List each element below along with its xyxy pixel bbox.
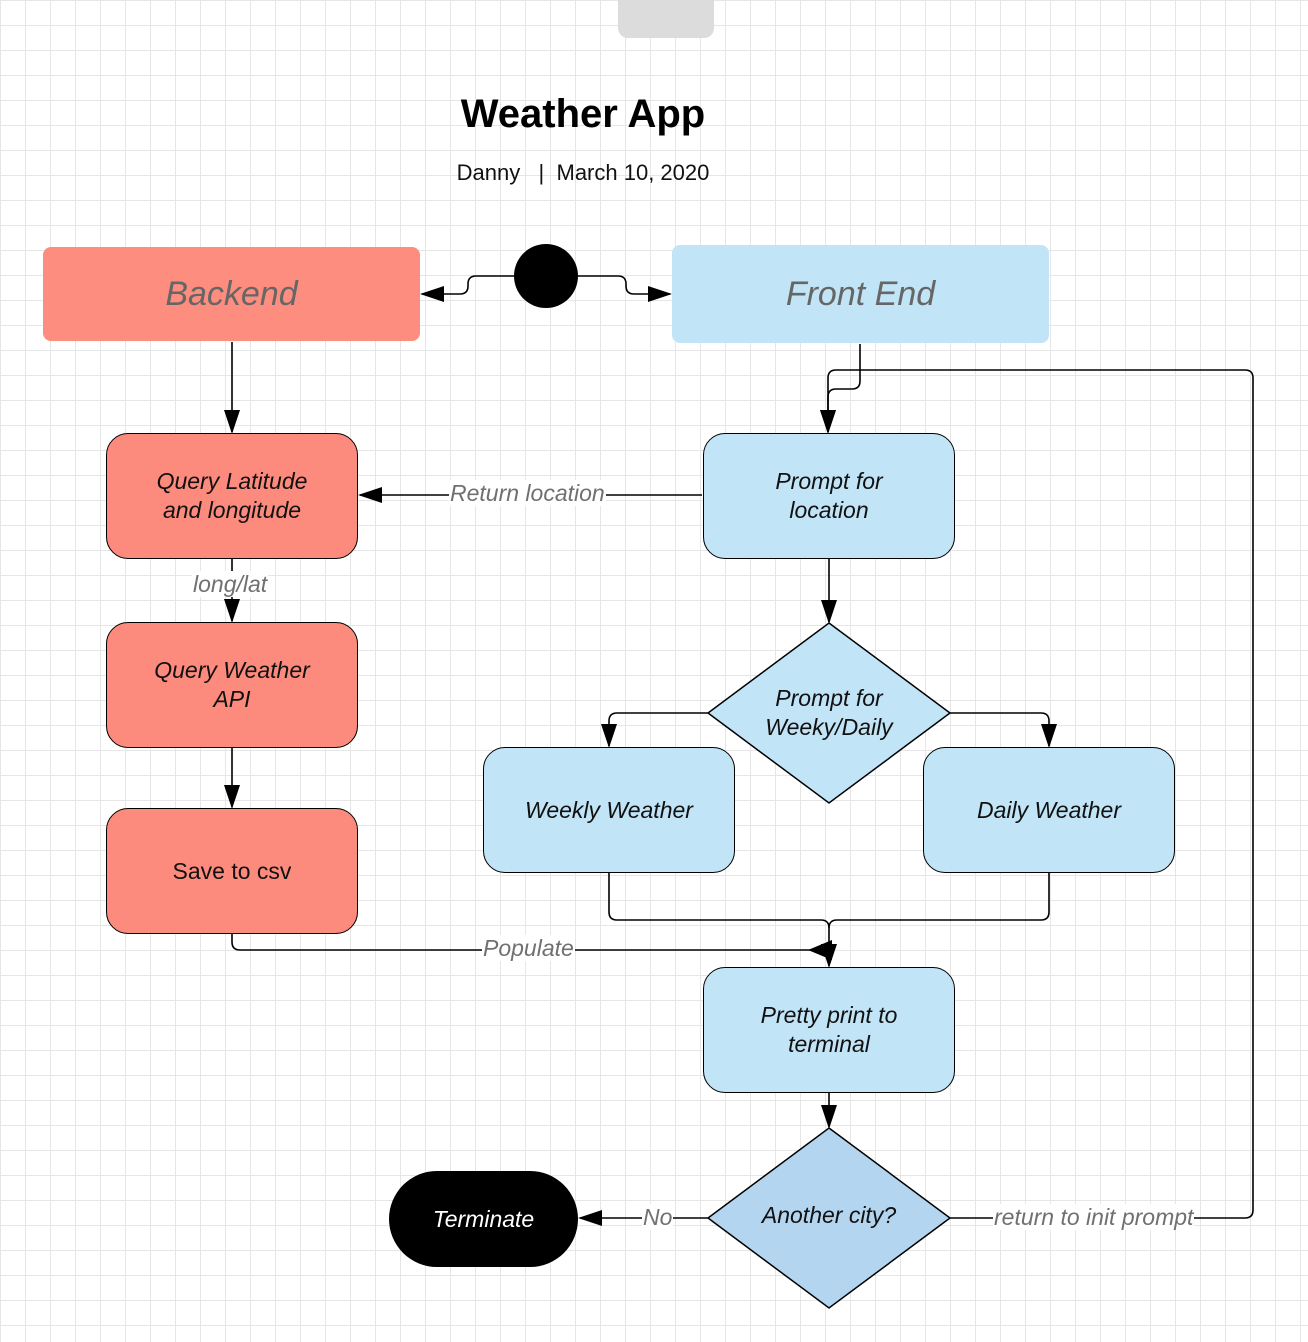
lane-backend[interactable]: Backend: [43, 247, 420, 341]
node-daily-weather[interactable]: Daily Weather: [923, 747, 1175, 873]
lane-frontend[interactable]: Front End: [672, 245, 1049, 343]
node-prompt-location[interactable]: Prompt for location: [703, 433, 955, 559]
edge-daily-to-print: [828, 873, 1050, 929]
start-node[interactable]: [514, 244, 578, 308]
edge-frontend-to-prompt-location: [820, 344, 861, 434]
node-save-csv[interactable]: Save to csv: [106, 808, 358, 934]
edge-decision-to-weekly: [601, 712, 708, 748]
edge-start-to-backend: [420, 275, 514, 302]
canvas-tab-handle[interactable]: [618, 0, 714, 38]
edge-decision-to-daily: [950, 712, 1057, 748]
edge-label-long-lat: long/lat: [192, 571, 269, 597]
node-query-weather[interactable]: Query Weather API: [106, 622, 358, 748]
edge-label-no: No: [642, 1204, 674, 1230]
node-weekly-weather[interactable]: Weekly Weather: [483, 747, 735, 873]
node-terminate[interactable]: Terminate: [389, 1171, 578, 1267]
decision-another-city-label: Another city?: [761, 1201, 897, 1228]
edge-weekly-to-print: [608, 873, 837, 968]
edge-start-to-frontend: [578, 275, 672, 302]
diagram-subtitle: Danny | March 10, 2020: [456, 160, 710, 185]
node-query-latlong[interactable]: Query Latitude and longitude: [106, 433, 358, 559]
edge-return-to-init-prompt: [820, 369, 1254, 1219]
edge-label-populate: Populate: [482, 935, 575, 961]
edge-populate: [231, 934, 829, 951]
decision-weekly-daily-label: Prompt for Weeky/Daily: [765, 685, 893, 740]
diagram-title: Weather App: [460, 92, 706, 136]
populate-arrowhead-icon: [808, 940, 832, 960]
decision-weekly-daily-shape[interactable]: [706, 622, 952, 804]
edge-label-return-to-init: return to init prompt: [993, 1204, 1195, 1230]
node-pretty-print[interactable]: Pretty print to terminal: [703, 967, 955, 1093]
edge-label-return-location: Return location: [449, 480, 606, 506]
decision-another-city-shape[interactable]: [706, 1127, 952, 1309]
